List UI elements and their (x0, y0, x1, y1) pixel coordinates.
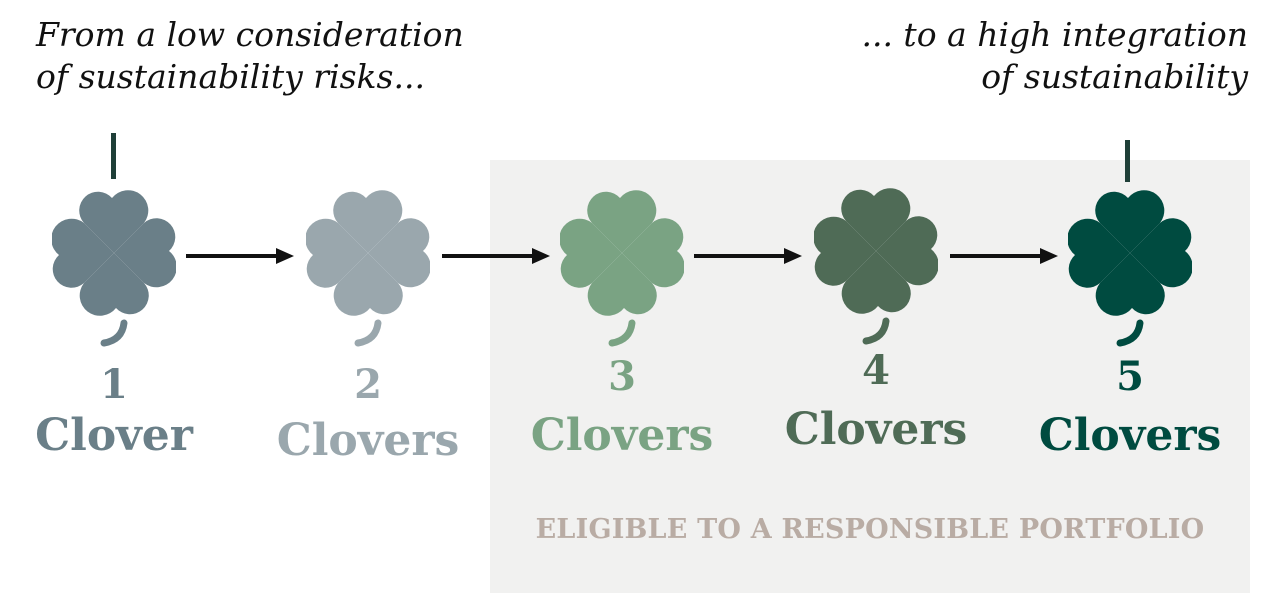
four-leaf-clover-icon (306, 190, 430, 347)
arrow-right-icon (186, 248, 294, 264)
step-label: Clovers (784, 404, 968, 455)
left-caption-tick (111, 133, 116, 179)
four-leaf-clover-icon (814, 188, 938, 345)
arrow-right-icon (442, 248, 550, 264)
step-number: 5 (1116, 353, 1144, 400)
four-leaf-clover-icon (560, 190, 684, 347)
arrow-right-icon (950, 248, 1058, 264)
step-number: 3 (608, 353, 636, 400)
four-leaf-clover-icon (1068, 190, 1192, 347)
step-number: 2 (354, 361, 382, 408)
step-label: Clovers (1038, 410, 1222, 461)
arrow-right-icon (694, 248, 802, 264)
caption-right-line1: ... to a high integration (861, 15, 1248, 54)
caption-right-line2: of sustainability (981, 57, 1248, 96)
step-number: 4 (862, 347, 890, 394)
step-label: Clovers (276, 415, 460, 466)
step-label: Clovers (530, 410, 714, 461)
eligible-portfolio-label: ELIGIBLE TO A RESPONSIBLE PORTFOLIO (535, 514, 1205, 545)
right-caption-tick (1125, 140, 1130, 182)
four-leaf-clover-icon (52, 190, 176, 347)
high-integration-caption: ... to a high integration of sustainabil… (861, 14, 1248, 98)
step-label: Clover (35, 410, 193, 461)
caption-left-line1: From a low consideration (36, 15, 464, 54)
low-consideration-caption: From a low consideration of sustainabili… (36, 14, 464, 98)
step-number: 1 (100, 361, 128, 408)
caption-left-line2: of sustainability risks... (36, 57, 425, 96)
